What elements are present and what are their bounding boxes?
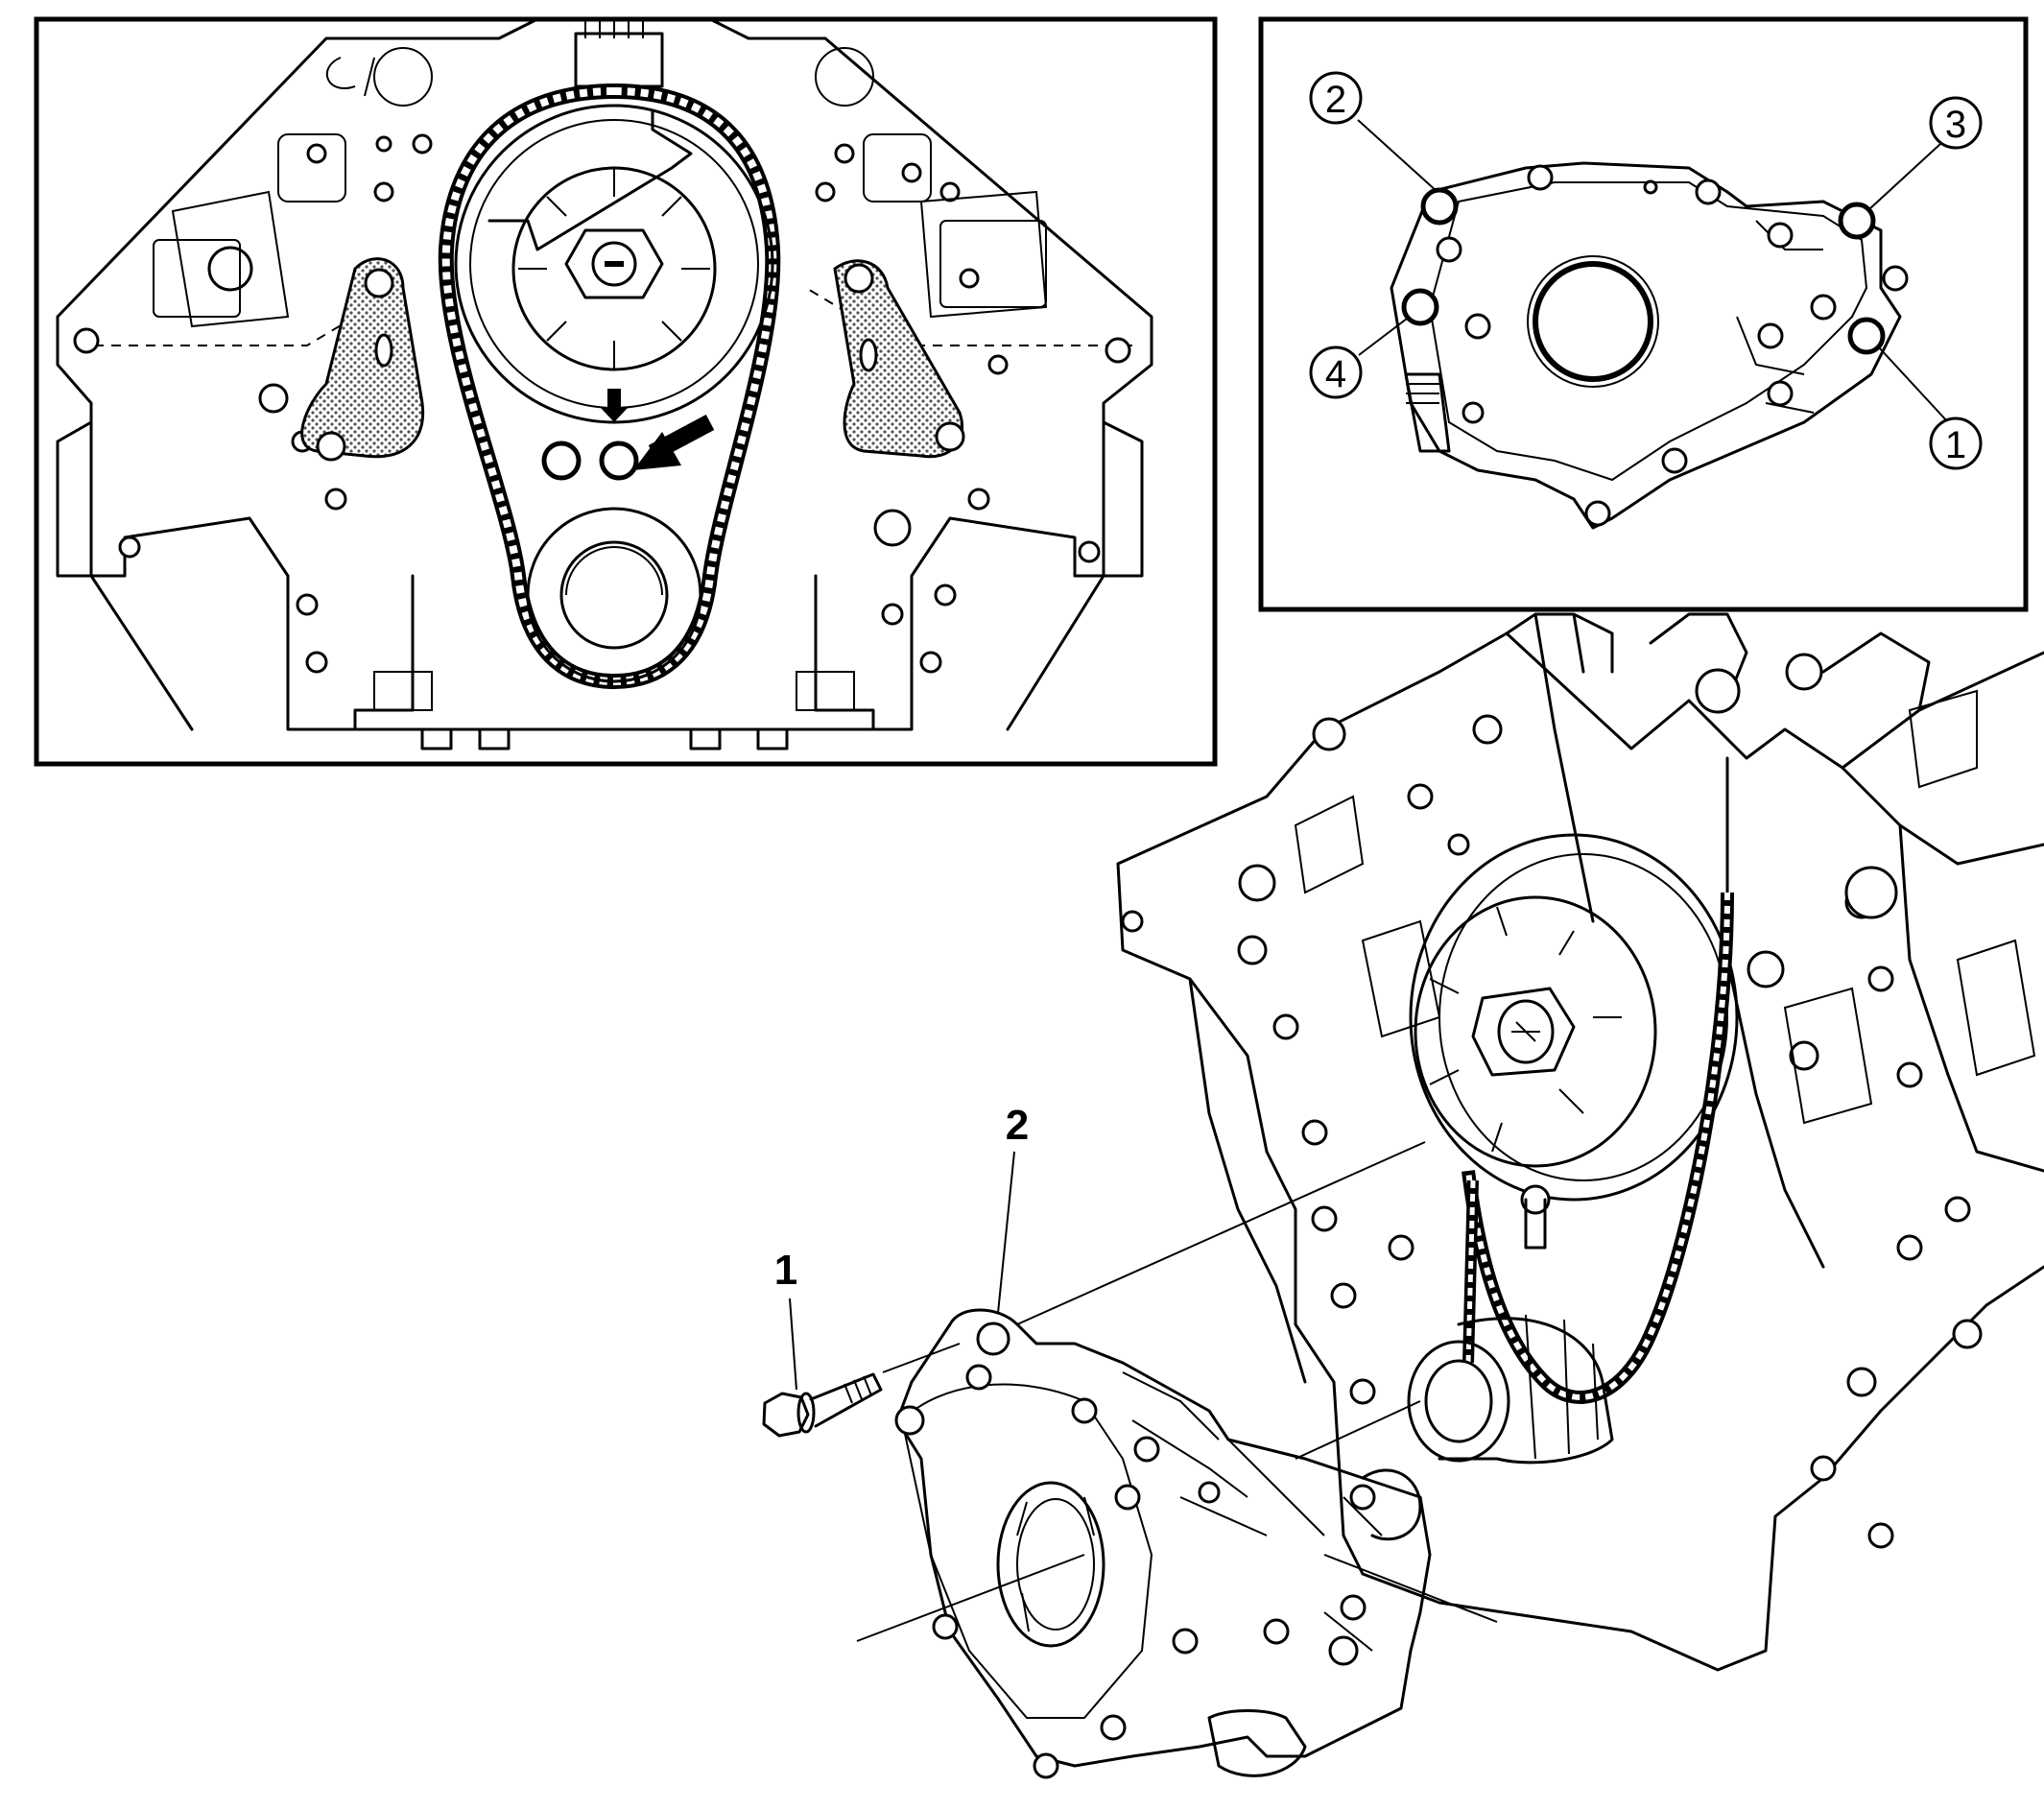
oil-pump-body [895, 1308, 1432, 1768]
left-bank-detail [153, 47, 433, 328]
main-engine-block [1116, 631, 2044, 1672]
main-block-left-face [1188, 977, 1307, 1384]
crankshaft-sprocket [526, 507, 702, 683]
callout-circle-1: 1 [1929, 417, 1983, 470]
pump-cover-bolts [1436, 164, 1909, 527]
right-bank-detail [815, 47, 1048, 319]
inset-timing-drive [34, 16, 1218, 767]
guide-bolt-left-top [364, 268, 394, 298]
sequence-leaders [1357, 119, 1949, 423]
assembly-guide-lines [856, 1141, 1498, 1642]
main-exploded-view: 1 2 [762, 612, 2044, 1779]
guide-bolt-right-top [844, 263, 874, 294]
leader-bolt [789, 1298, 797, 1391]
oil-pan-rail [353, 574, 875, 750]
oil-pump-outlet-boss [1361, 1468, 1422, 1541]
oil-pump-assembly [894, 1308, 1432, 1779]
block-hidden-line-left [77, 287, 404, 346]
callout-circle-4: 4 [1309, 345, 1363, 399]
crank-timing-mark [601, 389, 628, 422]
sequence-bolt-1 [1847, 317, 1886, 355]
callout-main-1: 1 [774, 1247, 797, 1294]
oil-pump-drive-hub [599, 441, 639, 481]
oil-pump-pickup-flange [1207, 1709, 1307, 1777]
sequence-bolt-2 [1420, 187, 1459, 226]
oil-pump-rotor-bore [996, 1481, 1105, 1648]
svg-text:3: 3 [1945, 104, 1966, 146]
sequence-bolt-4 [1401, 288, 1439, 326]
direction-arrow [633, 415, 715, 470]
oil-pump-ribs [1122, 1371, 1383, 1652]
callout-circle-3: 3 [1929, 96, 1983, 150]
oil-pump-mount-holes [894, 1322, 1376, 1779]
idler-bolt [541, 441, 582, 481]
crankshaft-nose [1407, 1314, 1614, 1465]
engine-block-outline [56, 17, 1153, 731]
inset-bolt-sequence: 1 2 3 4 [1258, 16, 2029, 612]
main-block-right-ear [1649, 612, 1931, 712]
svg-text:2: 2 [1325, 79, 1346, 121]
svg-text:1: 1 [1945, 424, 1966, 466]
pickup-tube-stub [1404, 372, 1451, 453]
svg-text:4: 4 [1325, 353, 1346, 395]
inset-frame-left [34, 16, 1218, 767]
main-camshaft-sprocket [1409, 833, 1739, 1202]
callout-main-2: 2 [1006, 1102, 1029, 1149]
main-block-pockets [1294, 689, 2036, 1125]
leader-oil-pump [997, 1151, 1015, 1314]
guide-bolt-right-bottom [935, 421, 965, 452]
pump-rotor-seal [1533, 261, 1653, 382]
main-block-deck [1505, 612, 1614, 923]
crank-idler-bolt [1520, 1184, 1551, 1250]
block-holes-right [815, 143, 1131, 674]
block-right-lower [843, 420, 1144, 731]
guide-bolt-left-bottom [316, 431, 346, 462]
main-block-right-bank [1725, 756, 2044, 1269]
sequence-bolt-3 [1838, 202, 1876, 240]
callout-circle-2: 2 [1309, 71, 1363, 125]
oil-pump-bolt [762, 1372, 883, 1438]
main-block-holes [1121, 653, 1983, 1549]
oil-pump-face [900, 1383, 1153, 1719]
chain-guide-left [300, 257, 425, 459]
